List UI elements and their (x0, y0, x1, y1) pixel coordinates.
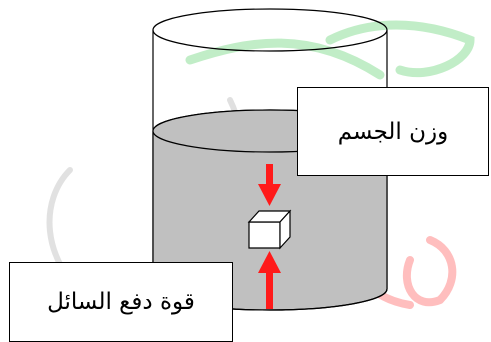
buoyancy-label: قوة دفع السائل (47, 289, 195, 315)
weight-arrow (258, 164, 281, 206)
cube-side-face (279, 209, 291, 250)
weight-arrow-shaft (266, 164, 273, 186)
watermark-green-stroke-2 (325, 20, 475, 78)
cube-front-face (248, 221, 281, 249)
cube-object (247, 209, 292, 250)
weight-label-box: وزن الجسم (297, 87, 489, 176)
buoyancy-arrow (258, 251, 281, 309)
weight-label: وزن الجسم (337, 118, 449, 145)
buoyancy-label-box: قوة دفع السائل (9, 262, 233, 342)
watermark-red-stroke (402, 236, 457, 307)
weight-arrow-head (258, 184, 281, 206)
watermark-green-stroke (185, 38, 385, 80)
buoyancy-arrow-shaft (266, 271, 273, 309)
buoyancy-arrow-head (258, 251, 281, 273)
